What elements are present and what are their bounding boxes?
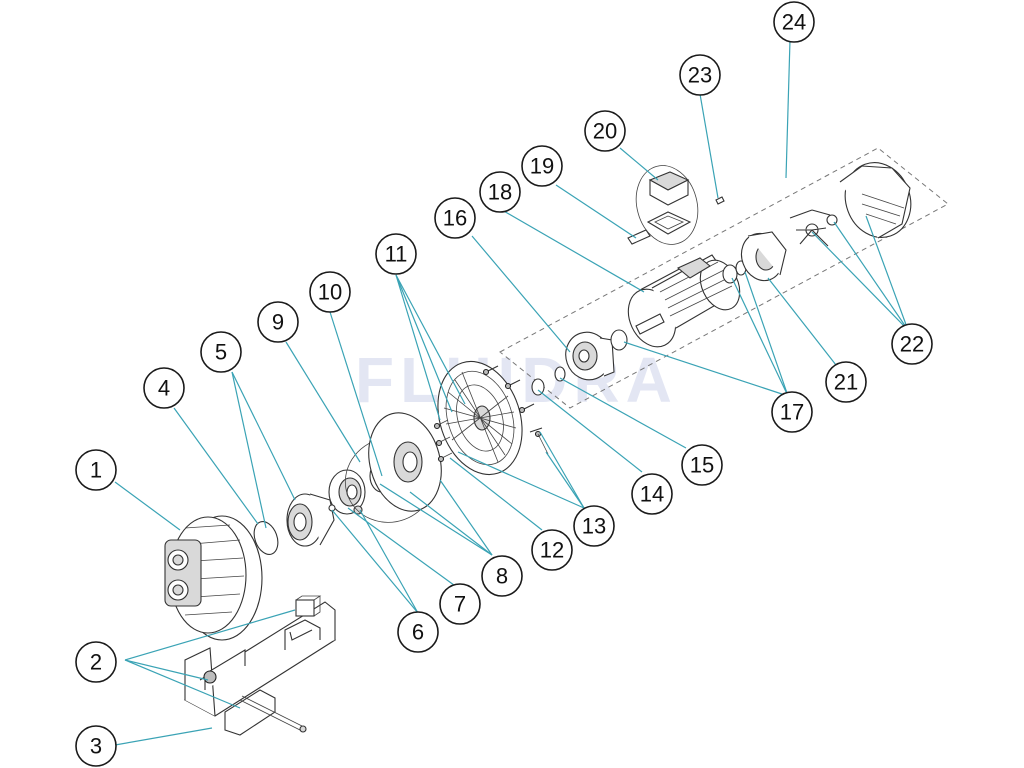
- svg-text:2: 2: [90, 650, 102, 675]
- svg-text:6: 6: [412, 620, 424, 645]
- svg-text:9: 9: [272, 310, 284, 335]
- svg-text:20: 20: [593, 119, 617, 144]
- part-base-bracket: [183, 601, 337, 736]
- callout-22: 22: [891, 323, 933, 365]
- callout-23: 23: [679, 54, 721, 96]
- callout-8: 8: [481, 555, 523, 597]
- callout-2: 2: [75, 641, 117, 683]
- part-seal-plate: [368, 412, 442, 512]
- callout-16: 16: [434, 197, 476, 239]
- callout-15: 15: [681, 444, 723, 486]
- callout-11: 11: [375, 233, 417, 275]
- callout-7: 7: [439, 583, 481, 625]
- part-impeller: [328, 469, 366, 515]
- callout-6: 6: [397, 611, 439, 653]
- callout-9: 9: [257, 301, 299, 343]
- svg-text:19: 19: [530, 154, 554, 179]
- callout-12: 12: [531, 529, 573, 571]
- svg-text:7: 7: [454, 592, 466, 617]
- svg-text:13: 13: [582, 514, 606, 539]
- leader-lines: [114, 39, 909, 746]
- callout-4: 4: [143, 367, 185, 409]
- svg-text:15: 15: [690, 453, 714, 478]
- svg-text:4: 4: [158, 376, 170, 401]
- svg-text:16: 16: [443, 206, 467, 231]
- callout-14: 14: [631, 473, 673, 515]
- svg-text:24: 24: [782, 10, 806, 35]
- callout-19: 19: [521, 145, 563, 187]
- part-diffuser: [286, 493, 335, 547]
- svg-text:22: 22: [900, 332, 924, 357]
- part-washers: [531, 366, 566, 396]
- callout-21: 21: [825, 361, 867, 403]
- callout-17: 17: [771, 391, 813, 433]
- part-key: [627, 229, 651, 245]
- callout-24: 24: [773, 1, 815, 43]
- part-front-bearing: [610, 329, 628, 351]
- part-fan-and-cover: [789, 162, 912, 247]
- part-o-ring: [253, 521, 279, 555]
- svg-text:5: 5: [215, 340, 227, 365]
- part-screws: [433, 365, 549, 463]
- svg-text:17: 17: [780, 400, 804, 425]
- svg-text:18: 18: [488, 180, 512, 205]
- callout-1: 1: [75, 449, 117, 491]
- svg-text:1: 1: [90, 458, 102, 483]
- callout-10: 10: [309, 271, 351, 313]
- svg-text:3: 3: [90, 734, 102, 759]
- svg-text:10: 10: [318, 280, 342, 305]
- callout-3: 3: [75, 725, 117, 767]
- svg-text:8: 8: [496, 564, 508, 589]
- part-rear-flange: [740, 231, 787, 282]
- part-terminal-box: [635, 165, 699, 245]
- svg-text:11: 11: [385, 242, 408, 267]
- callout-18: 18: [479, 171, 521, 213]
- part-front-flange: [565, 331, 615, 381]
- svg-text:12: 12: [540, 538, 564, 563]
- svg-text:23: 23: [688, 63, 712, 88]
- svg-text:21: 21: [834, 370, 858, 395]
- callout-13: 13: [573, 505, 615, 547]
- part-pump-body: [164, 515, 263, 641]
- part-motor-bracket: [437, 360, 523, 476]
- callout-5: 5: [200, 331, 242, 373]
- svg-text:14: 14: [640, 482, 664, 507]
- part-small-screw: [715, 196, 725, 205]
- callout-20: 20: [584, 110, 626, 152]
